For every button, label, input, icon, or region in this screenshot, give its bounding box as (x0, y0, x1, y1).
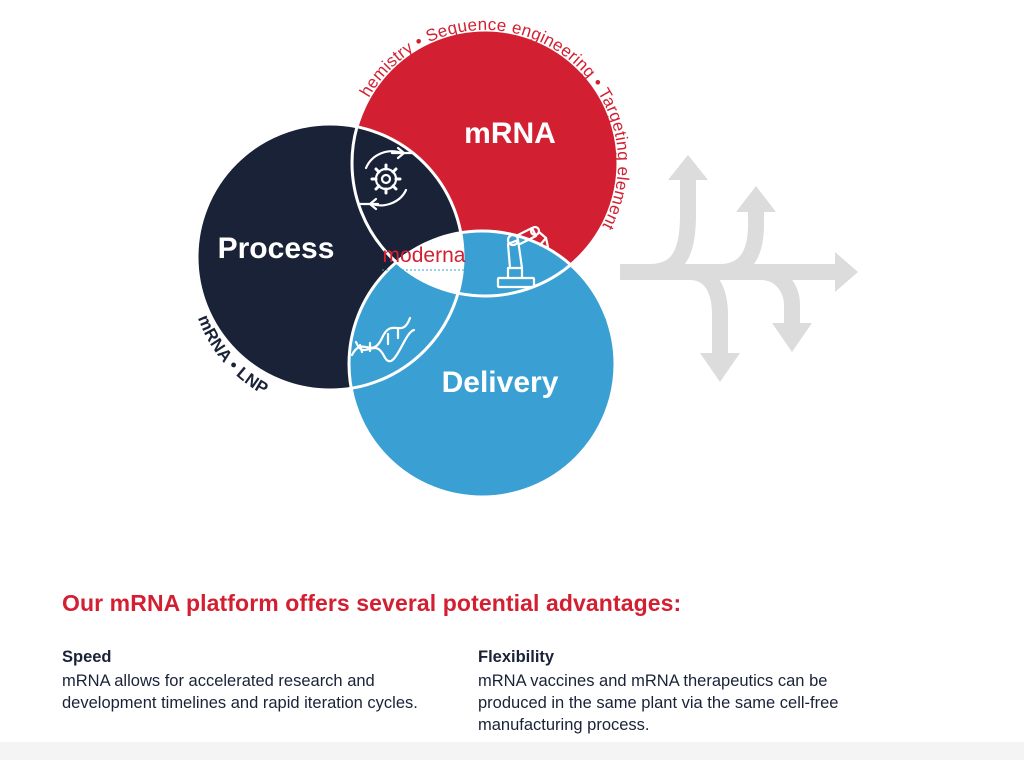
bottom-strip (0, 742, 1024, 760)
headline: Our mRNA platform offers several potenti… (62, 590, 682, 616)
advantage-title: Speed (62, 648, 112, 666)
dna-helix-icon (350, 316, 416, 363)
gear-cycle-icon (358, 146, 414, 211)
circle-delivery (349, 231, 615, 497)
advantage-speed: Speed mRNA allows for accelerated resear… (62, 648, 462, 714)
branching-arrows-icon (620, 155, 858, 382)
label-process: Process (218, 232, 335, 265)
venn-diagram: mRNA Process Delivery moderna (0, 0, 858, 499)
label-mrna: mRNA (464, 117, 556, 150)
advantage-flexibility: Flexibility mRNA vaccines and mRNA thera… (478, 648, 878, 736)
robot-arm-icon (496, 225, 550, 289)
advantage-body: mRNA vaccines and mRNA therapeutics can … (478, 672, 839, 734)
label-delivery: Delivery (442, 366, 559, 399)
advantage-title: Flexibility (478, 648, 555, 666)
moderna-logo: moderna (383, 244, 466, 267)
advantage-body: mRNA allows for accelerated research and… (62, 672, 418, 712)
